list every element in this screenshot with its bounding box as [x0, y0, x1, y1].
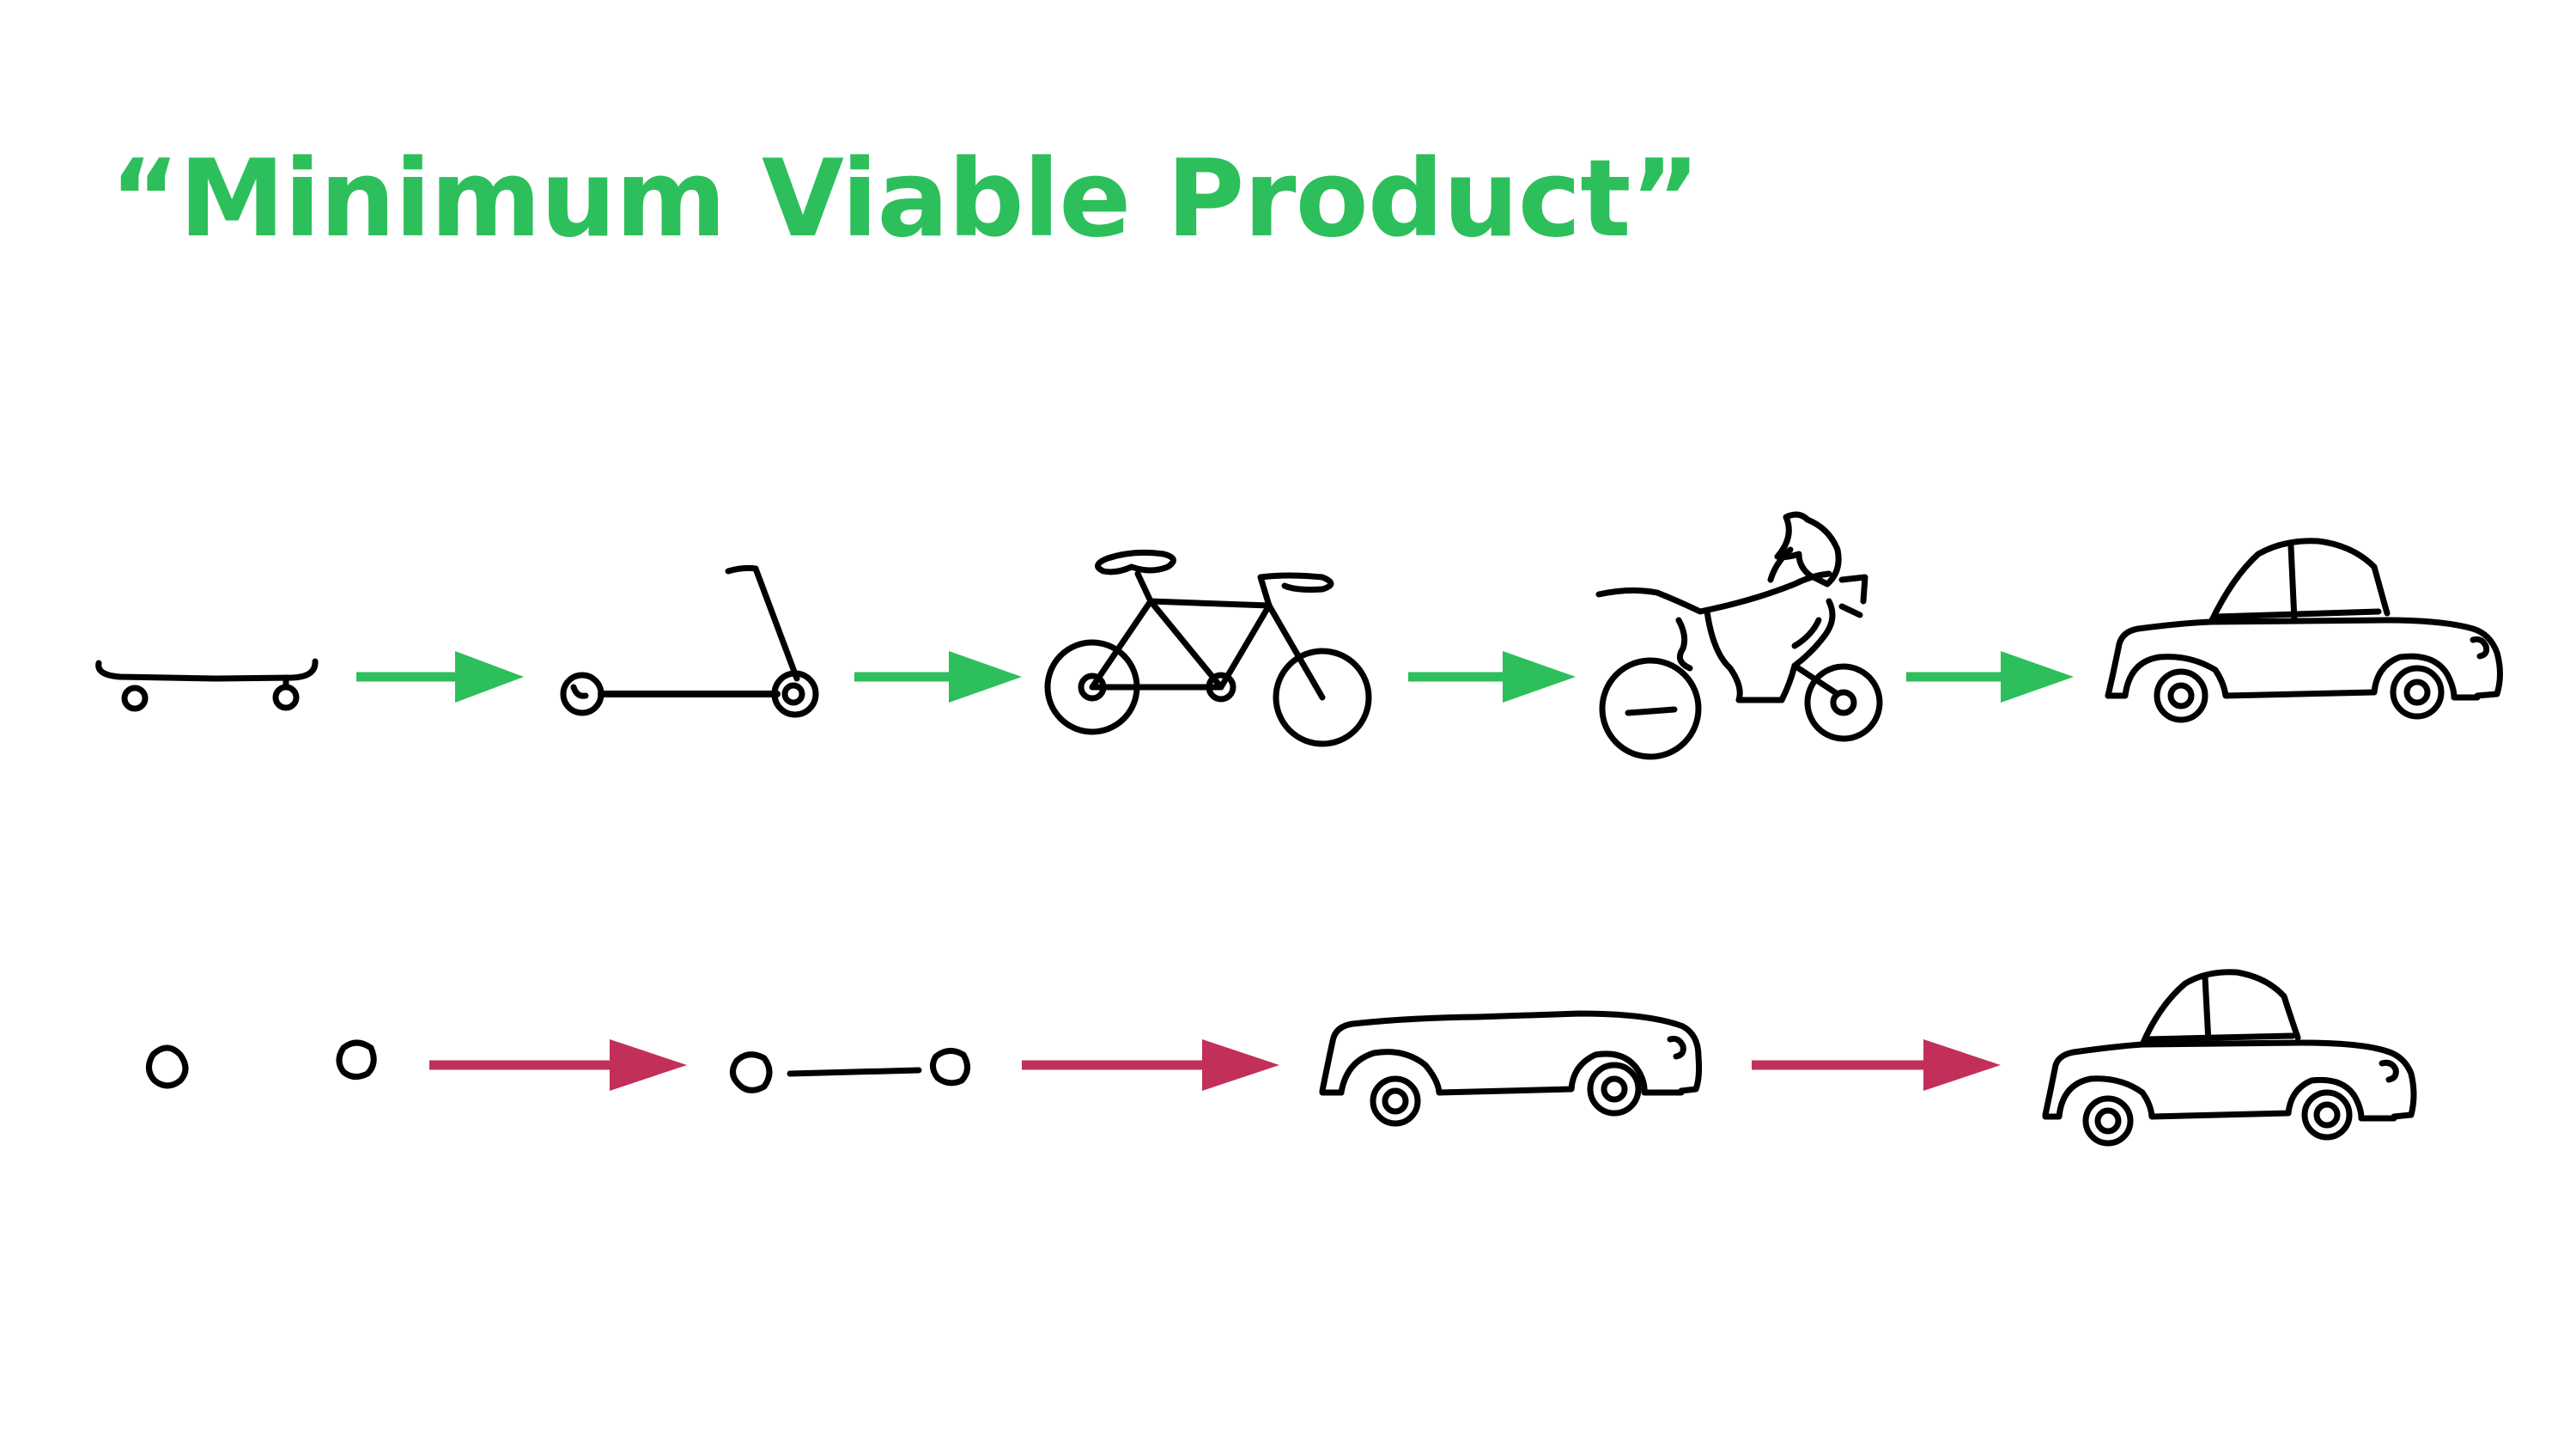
- bad-arrow-2: [1022, 1039, 1279, 1091]
- bicycle-icon: [1044, 549, 1372, 747]
- wheels-icon: [146, 1039, 377, 1089]
- car-icon: [2105, 538, 2503, 723]
- final-car-icon: [2042, 969, 2417, 1147]
- good-arrow-4: [1906, 651, 2074, 703]
- scooter-icon: [560, 564, 819, 718]
- good-arrow-1: [356, 651, 524, 703]
- diagram-title: “Minimum Viable Product”: [110, 137, 1700, 261]
- car-body-icon: [1319, 1010, 1703, 1127]
- axle-with-wheels-icon: [730, 1048, 970, 1093]
- good-arrow-3: [1408, 651, 1576, 703]
- good-path-row: [95, 511, 2503, 760]
- motorcycle-icon: [1595, 511, 1883, 760]
- bad-arrow-1: [429, 1039, 687, 1091]
- bad-path-row: [146, 969, 2417, 1147]
- good-arrow-2: [854, 651, 1022, 703]
- skateboard-icon: [95, 658, 319, 712]
- bad-arrow-3: [1752, 1039, 2001, 1091]
